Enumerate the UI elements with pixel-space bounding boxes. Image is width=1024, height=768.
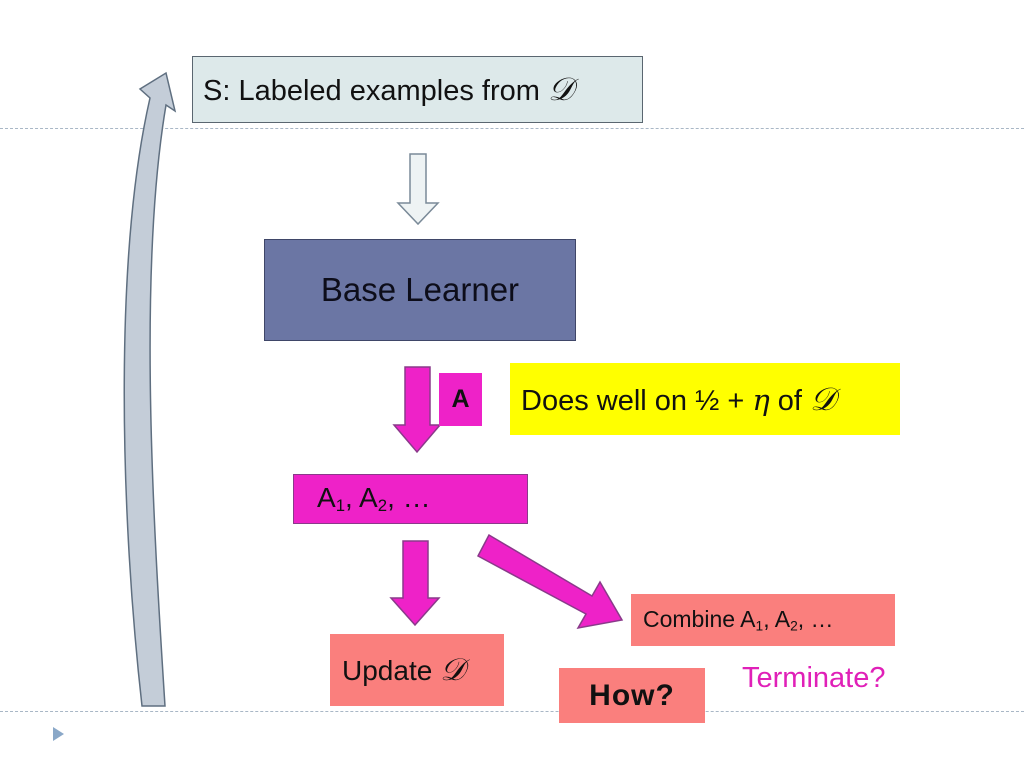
magenta-diagonal-arrow <box>476 533 624 630</box>
hypothesis-tag-label: A <box>451 385 470 413</box>
labeled-examples-text: S: Labeled examples from <box>203 75 548 107</box>
base-learner-box: Base Learner <box>264 239 576 341</box>
update-label: Update <box>342 654 441 686</box>
weak-learning-note: Does well on ½ + η of 𝒟 <box>510 363 900 435</box>
how-box: How? <box>559 668 705 723</box>
combine-prefix: Combine A <box>643 606 756 633</box>
update-distribution-box: Update 𝒟 <box>330 634 504 706</box>
eta-symbol: η <box>752 382 770 417</box>
combine-subscript-2: 2 <box>790 618 798 634</box>
hypotheses-box: A1, A2, … <box>293 474 528 524</box>
how-label: How? <box>589 678 675 712</box>
feedback-curved-arrow <box>123 71 177 707</box>
hypothesis-tag: A <box>439 373 482 426</box>
combine-subscript-1: 1 <box>755 618 764 634</box>
base-learner-label: Base Learner <box>320 271 520 308</box>
magenta-down-arrow-2 <box>389 540 441 627</box>
weak-learning-of: of <box>769 384 811 417</box>
combine-box: Combine A1, A2, … <box>631 594 895 646</box>
top-divider <box>0 128 1024 129</box>
weak-learning-text: Does well on ½ + <box>521 384 753 417</box>
hypothesis-a2: , A <box>345 481 378 513</box>
hypothesis-ellipsis: , … <box>387 481 431 513</box>
combine-ellipsis: , … <box>797 606 834 633</box>
bottom-divider <box>0 711 1024 712</box>
hollow-down-arrow <box>396 153 440 226</box>
hypothesis-a1-subscript: 1 <box>335 496 346 516</box>
magenta-down-arrow-1 <box>392 366 442 454</box>
terminate-label: Terminate? <box>742 662 886 694</box>
hypothesis-a2-subscript: 2 <box>377 496 388 516</box>
distribution-symbol-update: 𝒟 <box>440 651 465 688</box>
distribution-symbol-note: 𝒟 <box>810 379 836 418</box>
hypothesis-a1: A <box>317 481 336 513</box>
labeled-examples-box: S: Labeled examples from 𝒟 <box>192 56 643 123</box>
combine-sep: , A <box>763 606 791 633</box>
slide-bullet-icon <box>53 727 64 741</box>
distribution-symbol: 𝒟 <box>547 70 574 108</box>
